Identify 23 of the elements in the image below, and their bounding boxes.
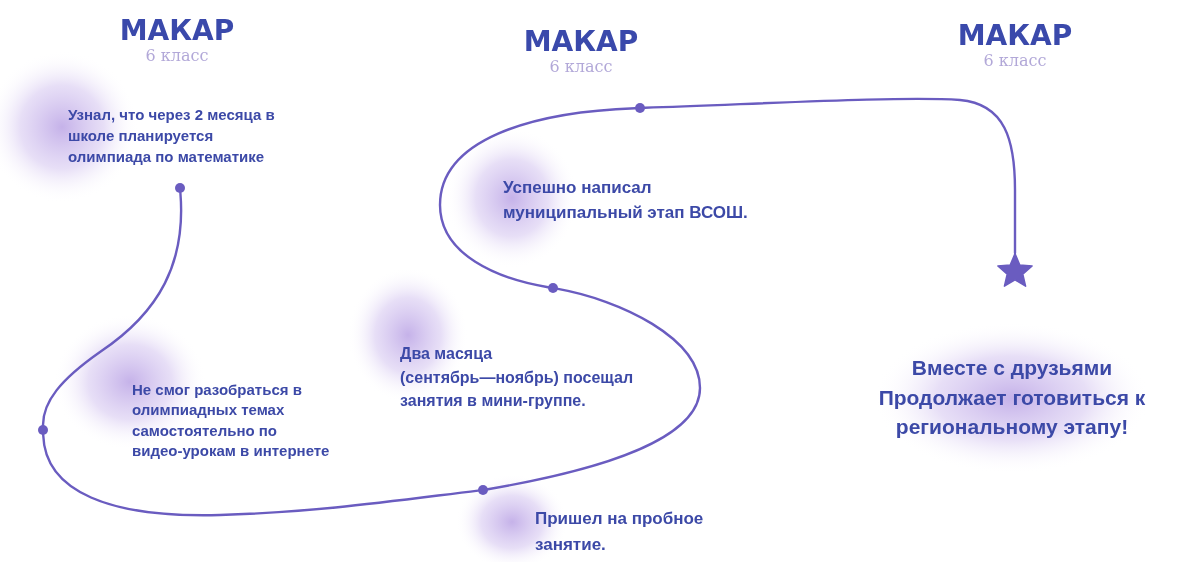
star-icon xyxy=(997,252,1033,288)
path-line xyxy=(41,191,183,427)
grade-label: 6 класс xyxy=(549,57,613,76)
path-line xyxy=(438,107,637,289)
student-name: МАКАР xyxy=(523,25,639,59)
milestone-text: Не смог разобраться в олимпиадных темах самостоятельно по видео-урокам в интернете xyxy=(132,380,330,461)
milestone-text: Узнал, что через 2 месяца в школе планируется олимпиада по математике xyxy=(68,105,275,167)
grade-label: 6 класс xyxy=(145,46,209,65)
student-name: МАКАР xyxy=(119,14,235,48)
milestone-text: Успешно написал муниципальный этап ВСОШ. xyxy=(503,177,748,224)
milestone-text: Два масяца (сентябрь—ноябрь) посещал занятия в мини-группе. xyxy=(400,344,634,411)
milestone-text: Пришел на пробное занятие. xyxy=(535,508,704,556)
dot-icon xyxy=(548,283,558,293)
dot-icon xyxy=(38,425,48,435)
path-line xyxy=(42,433,480,517)
student-name: МАКАР xyxy=(957,19,1073,53)
dot-icon xyxy=(175,183,185,193)
grade-label: 6 класс xyxy=(983,51,1047,70)
path-line xyxy=(486,287,702,491)
dot-icon xyxy=(635,103,645,113)
dot-icon xyxy=(478,485,488,495)
milestone-text: Вместе с друзьями Продолжает готовиться к региональному этапу! xyxy=(878,355,1146,440)
path-line xyxy=(643,97,1017,255)
